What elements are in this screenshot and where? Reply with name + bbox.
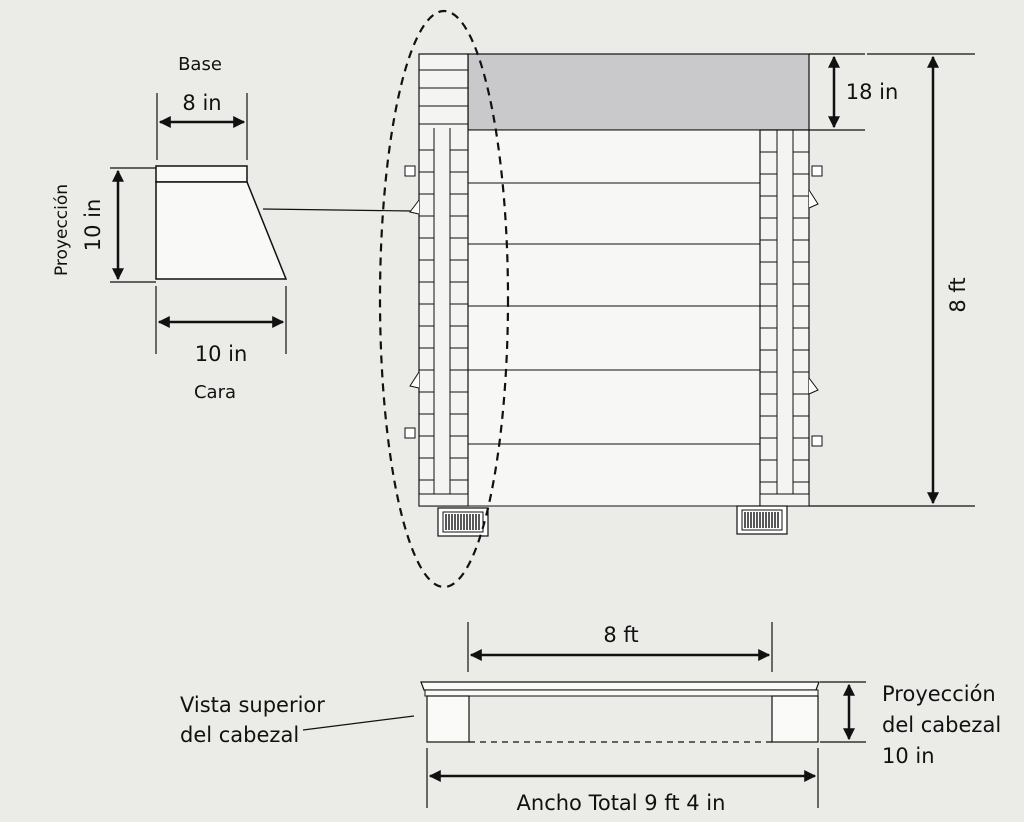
total-width-value: Ancho Total 9 ft 4 in (517, 791, 726, 815)
projection-value: 10 in (81, 199, 105, 252)
base-width-value: 8 in (182, 91, 221, 115)
panel-slat-lines (468, 182, 760, 445)
left-bracket-top (404, 165, 416, 177)
top-view-header-bar (424, 689, 819, 697)
right-hinge-top (808, 189, 819, 209)
shutter-panel (467, 129, 761, 507)
right-post (759, 129, 810, 507)
left-hinge-top (409, 199, 420, 215)
face-width-value: 10 in (195, 342, 248, 366)
left-grille-lines (445, 514, 480, 530)
projection-label: Proyección (52, 184, 72, 276)
top-view-title-line2: del cabezal (180, 723, 299, 747)
profile-base-cap (155, 165, 248, 183)
right-hinge-bottom (808, 377, 819, 395)
right-post-segments (760, 151, 809, 483)
top-projection-line2: del cabezal (882, 713, 1001, 737)
profile-leader-line (262, 208, 413, 212)
left-post-segments (419, 69, 468, 481)
right-grille-lines (744, 512, 779, 528)
base-label: Base (178, 54, 222, 75)
top-projection-value: 10 in (882, 744, 935, 768)
right-post-foot (759, 493, 810, 507)
top-view-header-cap (420, 681, 820, 691)
inner-width-value: 8 ft (603, 623, 638, 647)
top-view-left-post (426, 695, 470, 743)
top-view-right-post (771, 695, 819, 743)
left-bracket-bottom (404, 427, 416, 439)
left-post (418, 53, 469, 507)
highlight-ellipse (378, 9, 510, 589)
face-label: Cara (194, 382, 236, 403)
top-view-leader-line (302, 715, 415, 731)
right-bracket-top (811, 165, 823, 177)
side-profile: Base 8 in Proyección 10 in 10 in Cara (52, 54, 413, 403)
top-projection-line1: Proyección (882, 682, 996, 706)
profile-body (155, 181, 288, 280)
left-post-foot (418, 493, 469, 507)
front-view: 18 in 8 ft (378, 9, 975, 589)
right-bracket-bottom (811, 435, 823, 447)
top-view: 8 ft Vista superior del cabezal Proyecci… (180, 622, 1001, 815)
total-height-value: 8 ft (946, 277, 970, 312)
header-box (467, 53, 810, 131)
top-view-title-line1: Vista superior (180, 693, 325, 717)
left-hinge-bottom (409, 371, 420, 389)
header-height-value: 18 in (846, 80, 899, 104)
